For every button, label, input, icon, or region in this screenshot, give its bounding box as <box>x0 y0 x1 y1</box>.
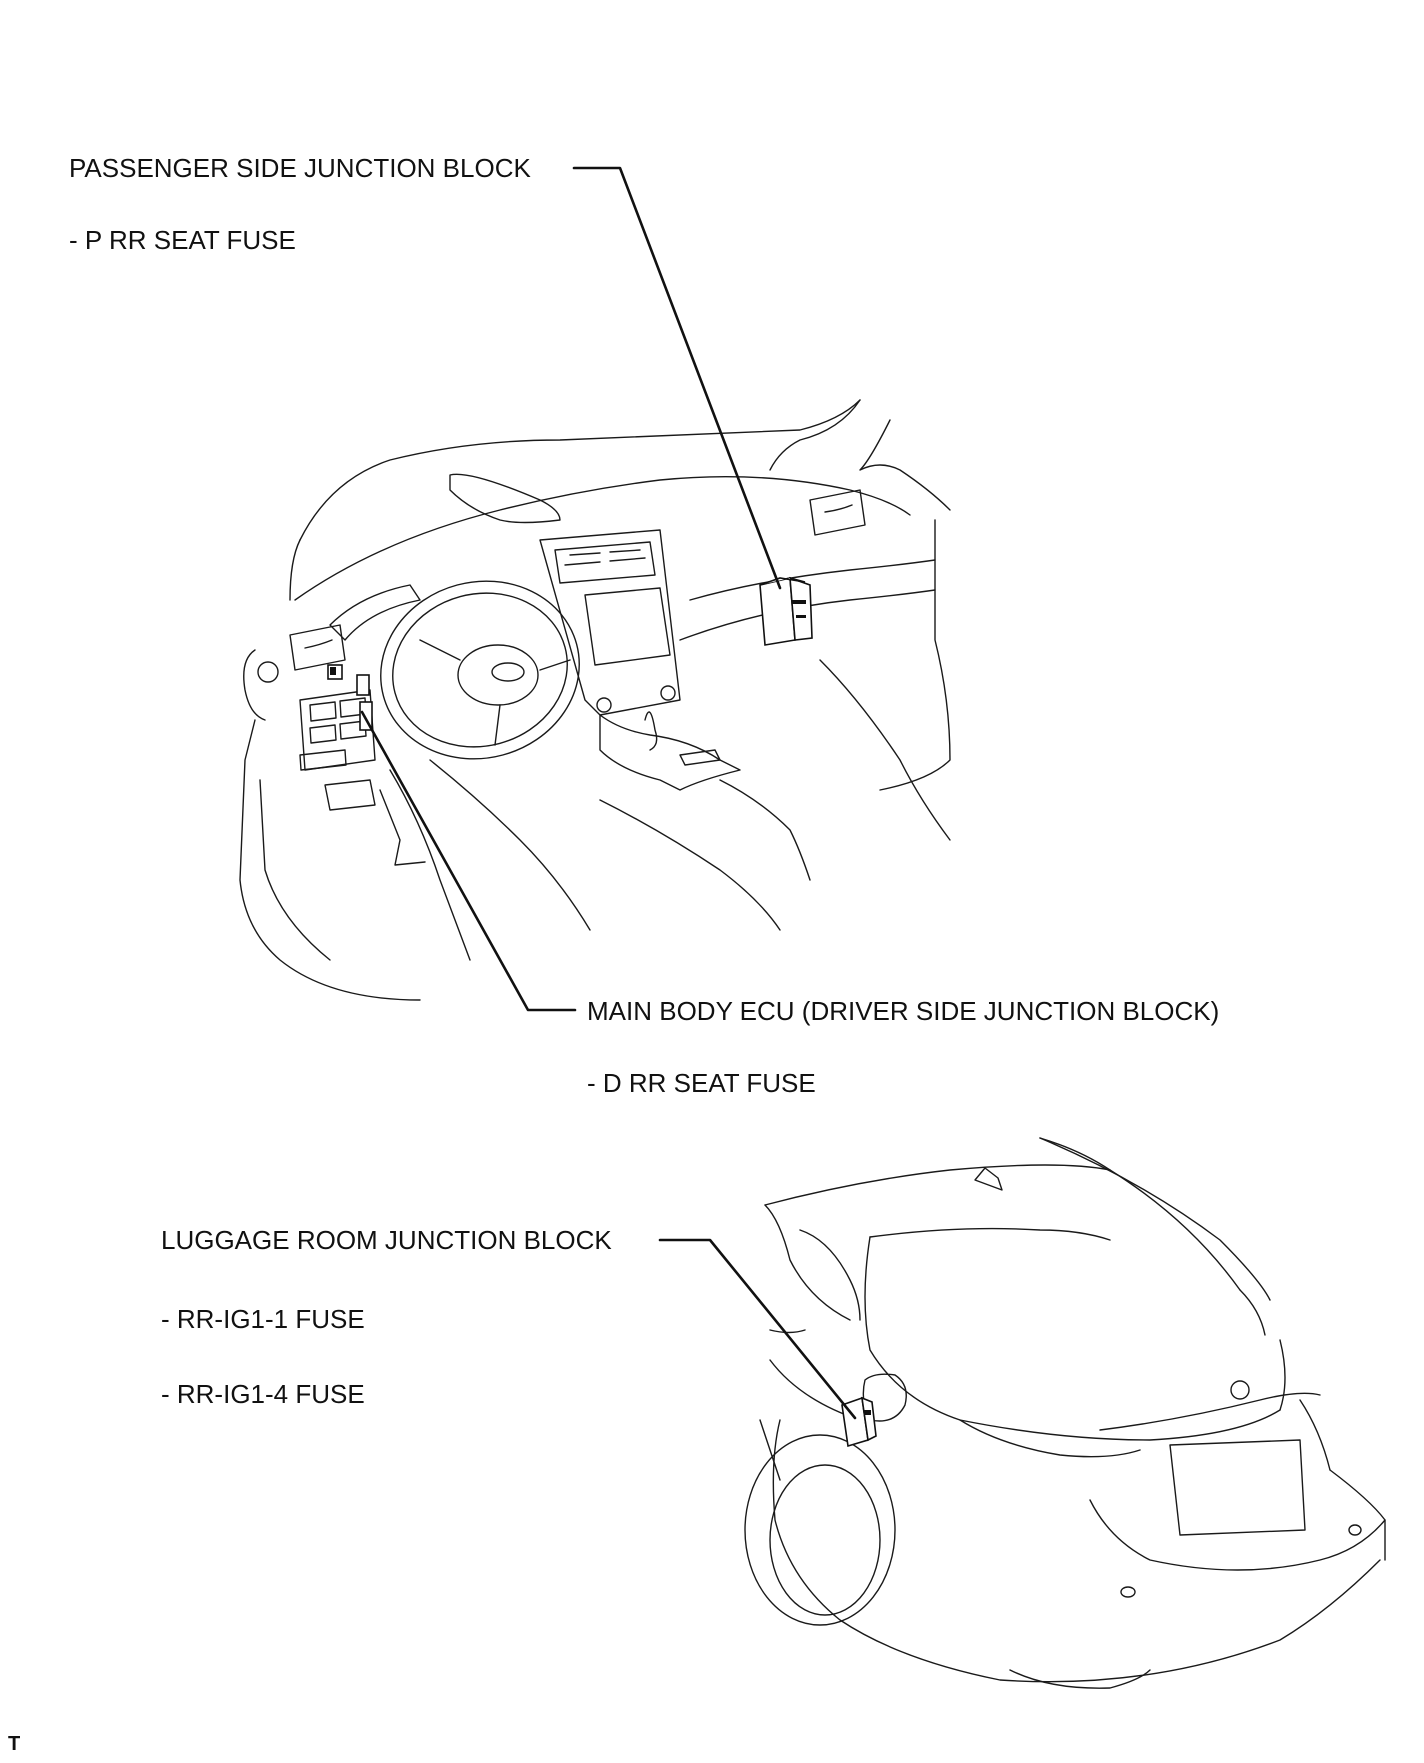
side-window-left <box>764 1204 851 1321</box>
rear-corner <box>1329 1469 1386 1561</box>
left-panel-buttons-mid <box>309 720 367 744</box>
rear-window-right <box>1039 1137 1271 1301</box>
center-knob-left <box>596 697 612 713</box>
center-stack <box>539 529 681 716</box>
ecu-box-2 <box>356 674 370 696</box>
ecu-leader-line <box>360 710 577 1012</box>
ecu-connector <box>330 667 336 675</box>
passenger-jb-front <box>759 577 796 646</box>
trunk-lid <box>864 1236 1281 1441</box>
console-button <box>679 749 721 766</box>
left-vent <box>289 624 346 671</box>
luggage-jb-detail <box>864 1410 871 1415</box>
left-door <box>239 719 421 1001</box>
rear-window-inner <box>1109 1169 1241 1291</box>
roof-line <box>764 1164 1111 1206</box>
center-display <box>584 587 671 666</box>
seat-left <box>599 799 781 931</box>
rear-bumper <box>772 1419 1381 1683</box>
tail-light-left <box>959 1419 1141 1458</box>
left-panel-buttons-top <box>309 697 367 722</box>
console-left-edge <box>389 769 471 961</box>
rear-sensor-left <box>1120 1586 1136 1598</box>
seat-right <box>719 779 811 881</box>
shift-lever <box>644 711 658 751</box>
bumper-crease <box>1089 1499 1386 1571</box>
steering-wheel-inner <box>392 592 568 748</box>
pedal-accel <box>379 789 426 866</box>
center-knob-right <box>660 685 676 701</box>
steering-hub <box>457 644 539 706</box>
luggage-fuse-4-label: - RR-IG1-4 FUSE <box>161 1379 365 1409</box>
pedal-brake <box>324 779 376 811</box>
a-pillar-right <box>769 399 861 471</box>
c-pillar <box>1239 1289 1266 1336</box>
main-body-ecu-label: MAIN BODY ECU (DRIVER SIDE JUNCTION BLOC… <box>587 996 1220 1026</box>
luggage-junction-block-label: LUGGAGE ROOM JUNCTION BLOCK <box>161 1225 612 1255</box>
passenger-fuse-label: - P RR SEAT FUSE <box>69 225 296 255</box>
passenger-leader-line <box>572 166 782 590</box>
roof-edge <box>1039 1137 1111 1171</box>
left-door-inner <box>259 779 331 961</box>
passenger-jb-detail-2 <box>796 615 806 618</box>
left-knob <box>257 661 279 683</box>
side-window-right <box>799 1229 861 1321</box>
center-vents <box>554 541 656 584</box>
luggage-fuse-1-label: - RR-IG1-1 FUSE <box>161 1304 365 1334</box>
rear-emblem <box>1230 1380 1250 1400</box>
console <box>599 714 741 791</box>
left-dash-edge <box>243 649 266 721</box>
driver-fuse-label: - D RR SEAT FUSE <box>587 1068 816 1098</box>
instrument-cluster <box>329 584 421 641</box>
passenger-junction-block-label: PASSENGER SIDE JUNCTION BLOCK <box>69 153 531 183</box>
door-handle <box>769 1329 806 1334</box>
body-side-line <box>759 1419 781 1481</box>
rear-wheel-arch <box>744 1434 896 1626</box>
luggage-jb-side <box>861 1396 877 1442</box>
dash-top <box>294 475 911 601</box>
mirror-area <box>859 419 951 511</box>
rear-car-illustration <box>744 1137 1386 1689</box>
glovebox-line <box>679 589 936 641</box>
left-panel-buttons-low <box>299 749 347 771</box>
right-door <box>879 519 951 791</box>
floor-line <box>429 759 591 931</box>
windshield-line <box>299 399 861 541</box>
glovebox-top <box>689 559 936 601</box>
right-floor <box>819 659 951 841</box>
left-vent-slat <box>304 639 333 649</box>
passenger-jb-top <box>759 577 806 586</box>
steering-spokes <box>419 639 571 746</box>
dashboard-illustration <box>239 399 951 1001</box>
tail-light-right <box>1299 1399 1331 1471</box>
corner-mark: T <box>8 1733 21 1755</box>
steering-emblem <box>491 662 525 682</box>
right-vent-slat <box>824 504 853 513</box>
rear-wheel <box>769 1464 881 1616</box>
rear-sensor-right <box>1348 1524 1362 1536</box>
rear-window-bottom <box>869 1227 1111 1241</box>
vent-slats <box>564 549 646 566</box>
dash-vent-center-top <box>449 473 561 524</box>
trunk-right-edge <box>1279 1339 1286 1411</box>
shark-antenna <box>974 1167 1003 1191</box>
passenger-jb-side <box>789 576 813 641</box>
passenger-jb-detail-1 <box>792 600 806 604</box>
trunk-lip <box>1099 1392 1321 1431</box>
left-control-panel <box>299 689 376 771</box>
license-plate <box>1169 1439 1306 1536</box>
a-pillar-left <box>289 539 301 601</box>
steering-wheel-outer <box>380 580 580 760</box>
right-vent <box>809 489 866 536</box>
exhaust <box>1009 1669 1151 1689</box>
luggage-leader-line <box>658 1238 857 1420</box>
